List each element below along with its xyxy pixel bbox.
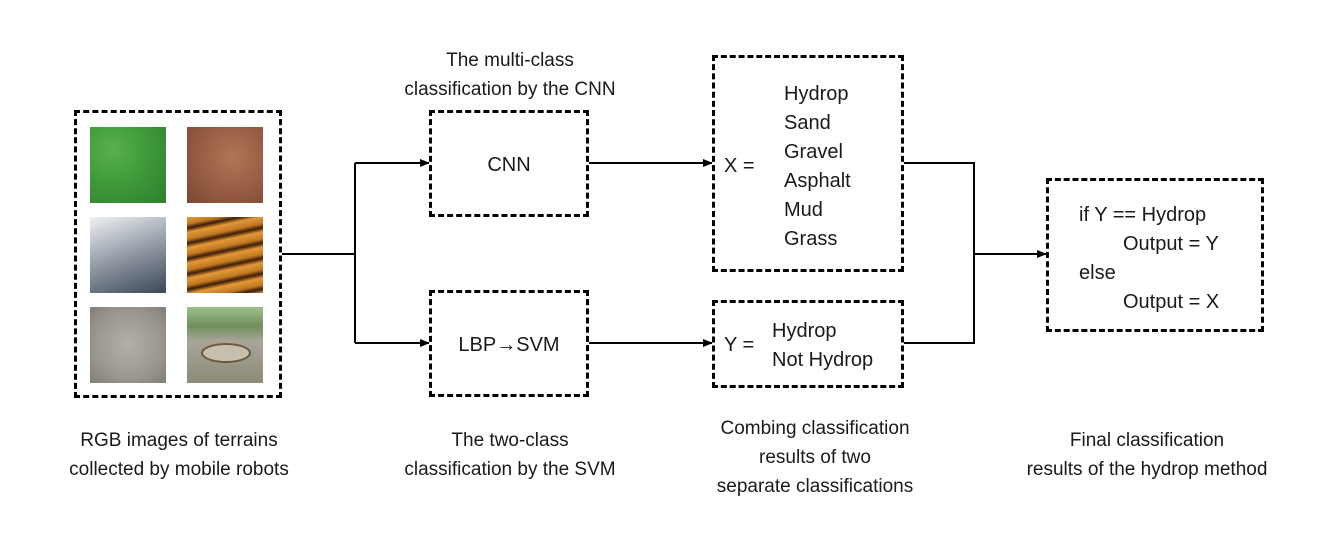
y-class-item: Not Hydrop bbox=[772, 349, 874, 371]
x-prefix: X = bbox=[724, 155, 755, 177]
asphalt-image bbox=[90, 307, 166, 383]
y-result-box: Y = Hydrop Not Hydrop bbox=[712, 300, 904, 388]
input-caption: RGB images of terrains collected by mobi… bbox=[69, 430, 289, 480]
y-class-list: Hydrop Not Hydrop bbox=[772, 317, 873, 375]
combine-caption: Combing classification results of two se… bbox=[716, 418, 914, 497]
x-class-item: Asphalt bbox=[784, 170, 851, 192]
x-class-item: Sand bbox=[784, 112, 831, 134]
y-class-item: Hydrop bbox=[772, 320, 837, 342]
x-class-item: Grass bbox=[784, 228, 838, 250]
x-class-list: Hydrop Sand Gravel Asphalt Mud Grass bbox=[784, 80, 851, 254]
x-class-item: Mud bbox=[784, 199, 823, 221]
gravel-image bbox=[90, 217, 166, 293]
soil-image bbox=[187, 127, 263, 203]
rule-line: Output = X bbox=[1123, 291, 1220, 313]
input-images-box bbox=[74, 110, 282, 398]
x-class-item: Gravel bbox=[784, 141, 843, 163]
cnn-box: CNN bbox=[429, 110, 589, 217]
x-result-box: X = Hydrop Sand Gravel Asphalt Mud Grass bbox=[712, 55, 904, 272]
svm-box: LBP→SVM bbox=[429, 290, 589, 397]
rule-line: else bbox=[1079, 262, 1116, 284]
final-caption: Final classification results of the hydr… bbox=[1026, 430, 1268, 480]
grass-image bbox=[90, 127, 166, 203]
cnn-caption: The multi-class classification by the CN… bbox=[404, 50, 616, 100]
svm-caption: The two-class classification by the SVM bbox=[404, 430, 616, 480]
sand-dune-image bbox=[187, 217, 263, 293]
puddle-road-image bbox=[187, 307, 263, 383]
cnn-label: CNN bbox=[487, 154, 531, 176]
y-prefix: Y = bbox=[724, 334, 755, 356]
final-rule-box: if Y == Hydrop Output = Y else Output = … bbox=[1046, 178, 1264, 332]
rule-line: if Y == Hydrop bbox=[1079, 204, 1207, 226]
x-class-item: Hydrop bbox=[784, 83, 849, 105]
x-out-line bbox=[903, 162, 975, 344]
svm-label: LBP→SVM bbox=[458, 334, 560, 356]
final-rule: if Y == Hydrop Output = Y else Output = … bbox=[1079, 201, 1219, 317]
rule-line: Output = Y bbox=[1123, 233, 1219, 255]
